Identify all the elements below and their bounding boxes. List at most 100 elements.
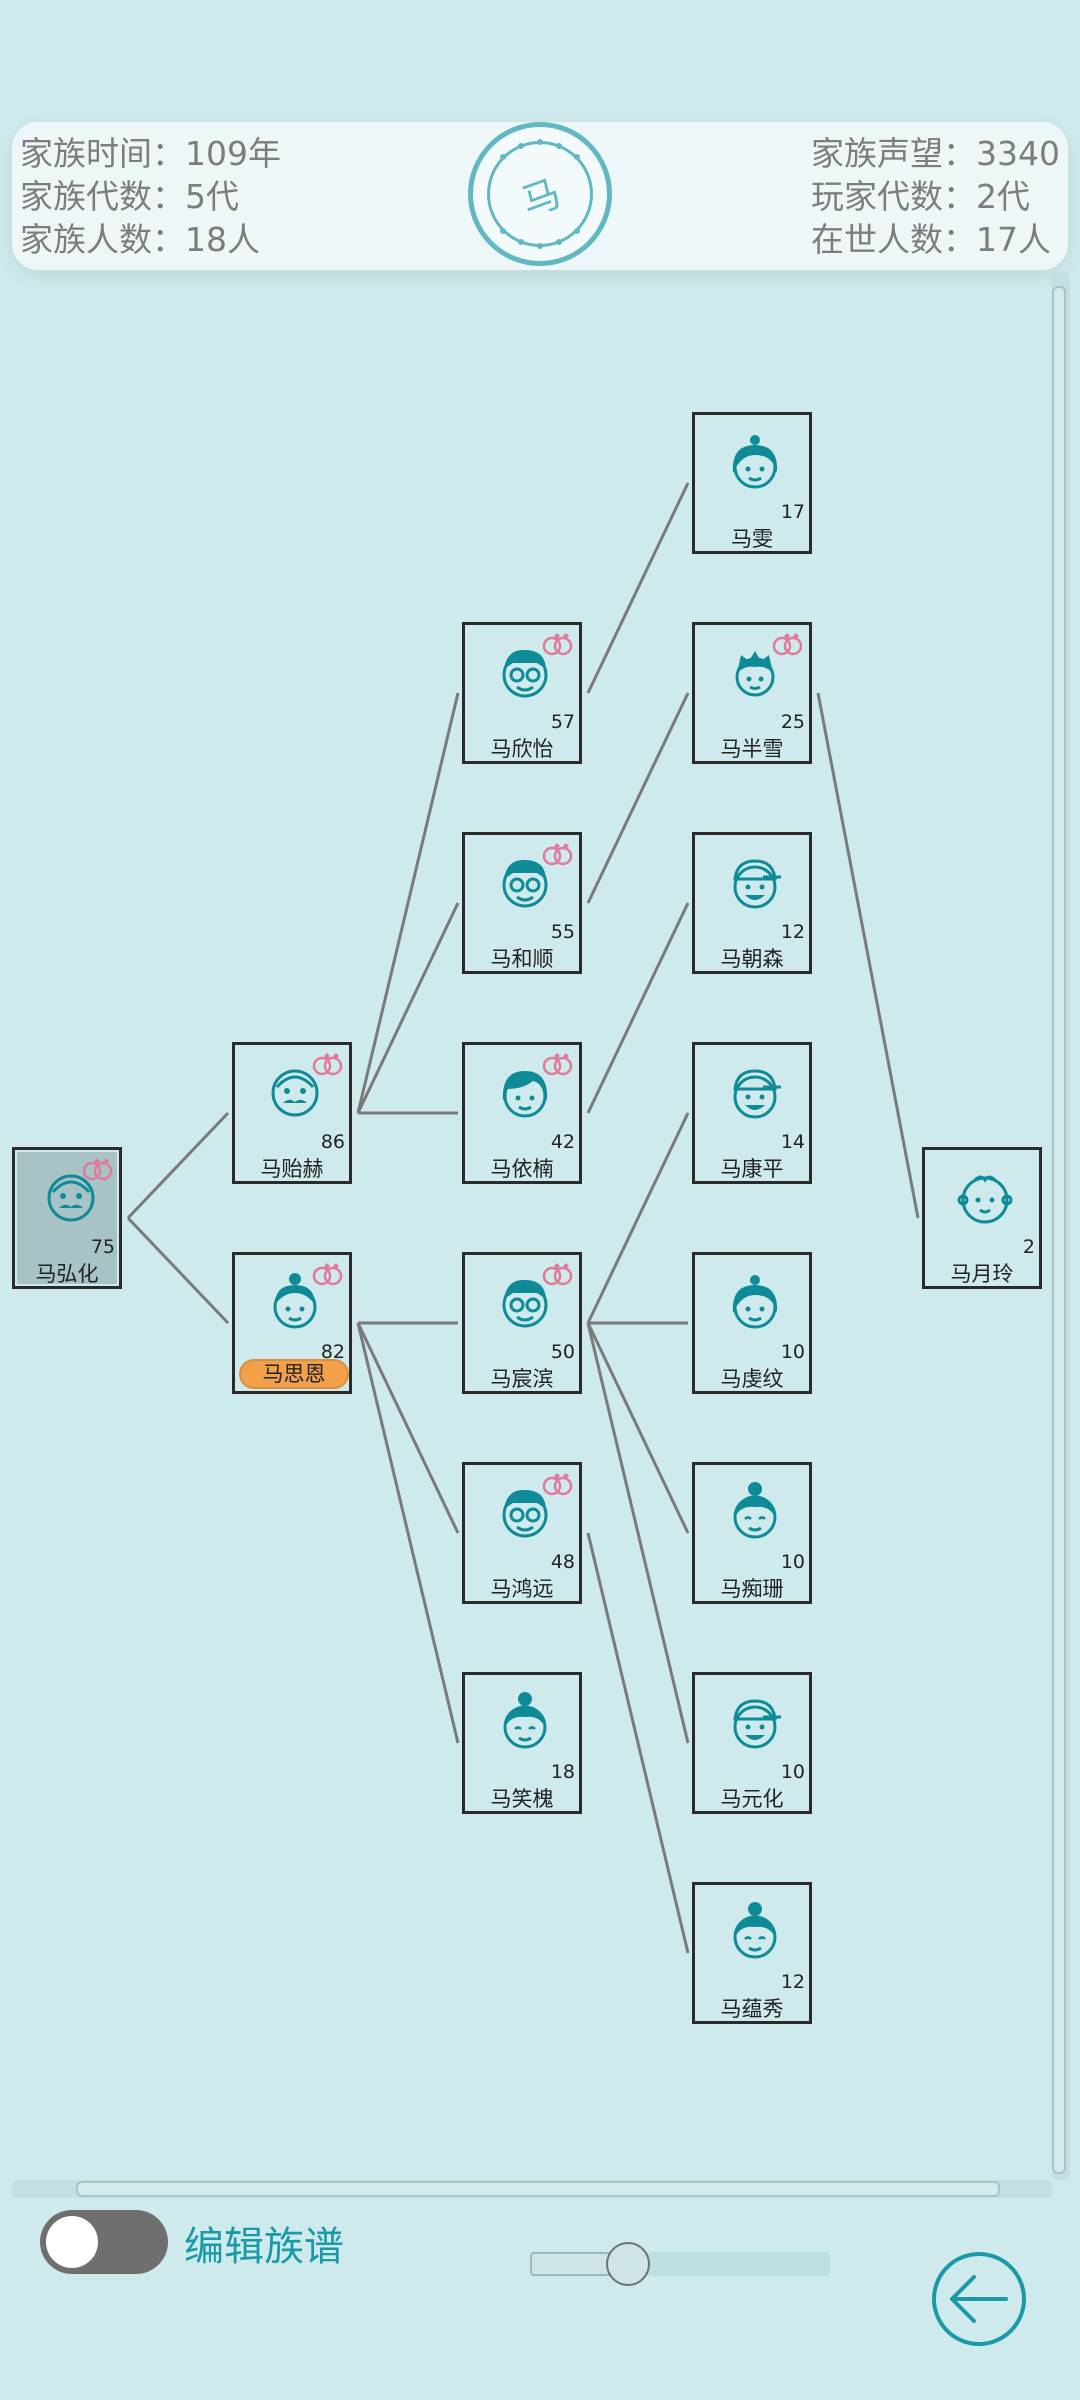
person-age: 55 <box>550 921 575 943</box>
person-name: 马贻赫 <box>260 1157 324 1181</box>
person-card[interactable]: 57 马欣怡 <box>462 622 582 764</box>
person-name: 马笑槐 <box>490 1787 554 1811</box>
person-age: 10 <box>780 1551 805 1573</box>
parent-child-link <box>126 1111 230 1220</box>
baby-icon <box>957 1175 1013 1224</box>
person-age: 10 <box>780 1761 805 1783</box>
family-info-panel: 家族时间：109年 家族代数：5代 家族人数：18人 马 家族声望：3340 玩… <box>12 122 1068 270</box>
wedding-rings-icon <box>542 1053 573 1076</box>
person-age: 18 <box>550 1761 575 1783</box>
parent-child-link <box>586 902 690 1114</box>
parent-child-link <box>356 1322 460 1744</box>
person-age: 50 <box>550 1341 575 1363</box>
living-members-stat: 在世人数：17人 <box>811 220 1052 259</box>
person-card[interactable]: 25 马半雪 <box>692 622 812 764</box>
person-card[interactable]: 12 马朝森 <box>692 832 812 974</box>
parent-child-link <box>586 1322 690 1744</box>
player-generation-stat: 玩家代数：2代 <box>811 177 1031 216</box>
person-name: 马虔纹 <box>720 1367 784 1391</box>
wedding-rings-icon <box>82 1158 113 1181</box>
family-time-stat: 家族时间：109年 <box>20 134 281 173</box>
person-card[interactable]: 55 马和顺 <box>462 832 582 974</box>
person-name: 马依楠 <box>490 1157 554 1181</box>
person-name: 马欣怡 <box>490 737 554 761</box>
back-arrow-icon[interactable] <box>930 2250 1028 2348</box>
person-age: 12 <box>780 921 805 943</box>
parent-child-link <box>126 1216 230 1325</box>
person-name: 马和顺 <box>490 947 554 971</box>
vertical-scrollbar-thumb[interactable] <box>1052 286 1066 2174</box>
wedding-rings-icon <box>542 1263 573 1286</box>
person-age: 42 <box>550 1131 575 1153</box>
person-card[interactable]: 18 马笑槐 <box>462 1672 582 1814</box>
woman-bun-icon <box>273 1273 317 1329</box>
girl-bun-icon <box>733 1482 777 1539</box>
family-stats-left: 家族时间：109年 家族代数：5代 家族人数：18人 <box>20 132 281 261</box>
man-glasses-icon <box>502 859 548 908</box>
kid-cap-icon <box>733 859 781 909</box>
person-age: 57 <box>550 711 575 733</box>
wedding-rings-icon <box>312 1053 343 1076</box>
old-man-icon <box>271 1069 319 1117</box>
man-glasses-icon <box>502 1279 548 1328</box>
wedding-rings-icon <box>542 843 573 866</box>
person-age: 17 <box>780 501 805 523</box>
person-age: 86 <box>320 1131 345 1153</box>
wedding-rings-icon <box>312 1263 343 1286</box>
edit-tree-label: 编辑族谱 <box>184 2224 344 2270</box>
parent-child-link <box>586 1112 690 1324</box>
person-name: 马朝森 <box>720 947 784 971</box>
person-name: 马蕴秀 <box>720 1997 784 2021</box>
family-members-stat: 家族人数：18人 <box>20 220 260 259</box>
toggle-knob[interactable] <box>46 2216 98 2268</box>
person-age: 10 <box>780 1341 805 1363</box>
kid-cap-icon <box>733 1699 781 1749</box>
person-age: 14 <box>780 1131 805 1153</box>
person-age: 2 <box>1022 1236 1035 1258</box>
person-name: 马月玲 <box>950 1262 1014 1286</box>
person-card[interactable]: 10 马元化 <box>692 1672 812 1814</box>
girl-icon <box>732 435 778 489</box>
kid-cap-icon <box>733 1069 781 1119</box>
old-man-icon <box>47 1174 95 1222</box>
horizontal-scrollbar-thumb[interactable] <box>76 2181 1000 2197</box>
zoom-slider-handle[interactable] <box>606 2242 650 2286</box>
person-card[interactable]: 2 马月玲 <box>922 1147 1042 1289</box>
parent-child-link <box>356 1322 460 1534</box>
person-age: 82 <box>320 1341 345 1363</box>
person-card[interactable]: 75 马弘化 <box>12 1147 122 1289</box>
player-name-badge: 马思恩 <box>239 1359 349 1389</box>
man-glasses-icon <box>502 1489 548 1538</box>
person-age: 25 <box>780 711 805 733</box>
parent-child-link <box>816 692 920 1219</box>
person-name: 马半雪 <box>720 737 784 761</box>
wedding-rings-icon <box>542 633 573 656</box>
person-card[interactable]: 42 马依楠 <box>462 1042 582 1184</box>
person-name: 马痴珊 <box>720 1577 784 1601</box>
edit-tree-toggle[interactable] <box>40 2210 168 2274</box>
parent-child-link <box>586 692 690 904</box>
girl-bun-icon <box>733 1902 777 1959</box>
person-name: 马元化 <box>720 1787 784 1811</box>
woman-icon <box>502 1071 548 1118</box>
wedding-rings-icon <box>542 1473 573 1496</box>
person-name: 马雯 <box>731 527 773 551</box>
person-card[interactable]: 10 马虔纹 <box>692 1252 812 1394</box>
person-card[interactable]: 10 马痴珊 <box>692 1462 812 1604</box>
person-card[interactable]: 17 马雯 <box>692 412 812 554</box>
person-card[interactable]: 86 马贻赫 <box>232 1042 352 1184</box>
parent-child-link <box>356 902 460 1114</box>
parent-child-link <box>586 1532 690 1954</box>
family-stats-right: 家族声望：3340 玩家代数：2代 在世人数：17人 <box>811 132 1060 261</box>
person-name: 马弘化 <box>35 1262 99 1286</box>
girl-icon <box>732 1275 778 1329</box>
parent-child-link <box>586 1322 690 1534</box>
person-age: 75 <box>90 1236 115 1258</box>
person-name: 马鸿远 <box>490 1577 554 1601</box>
